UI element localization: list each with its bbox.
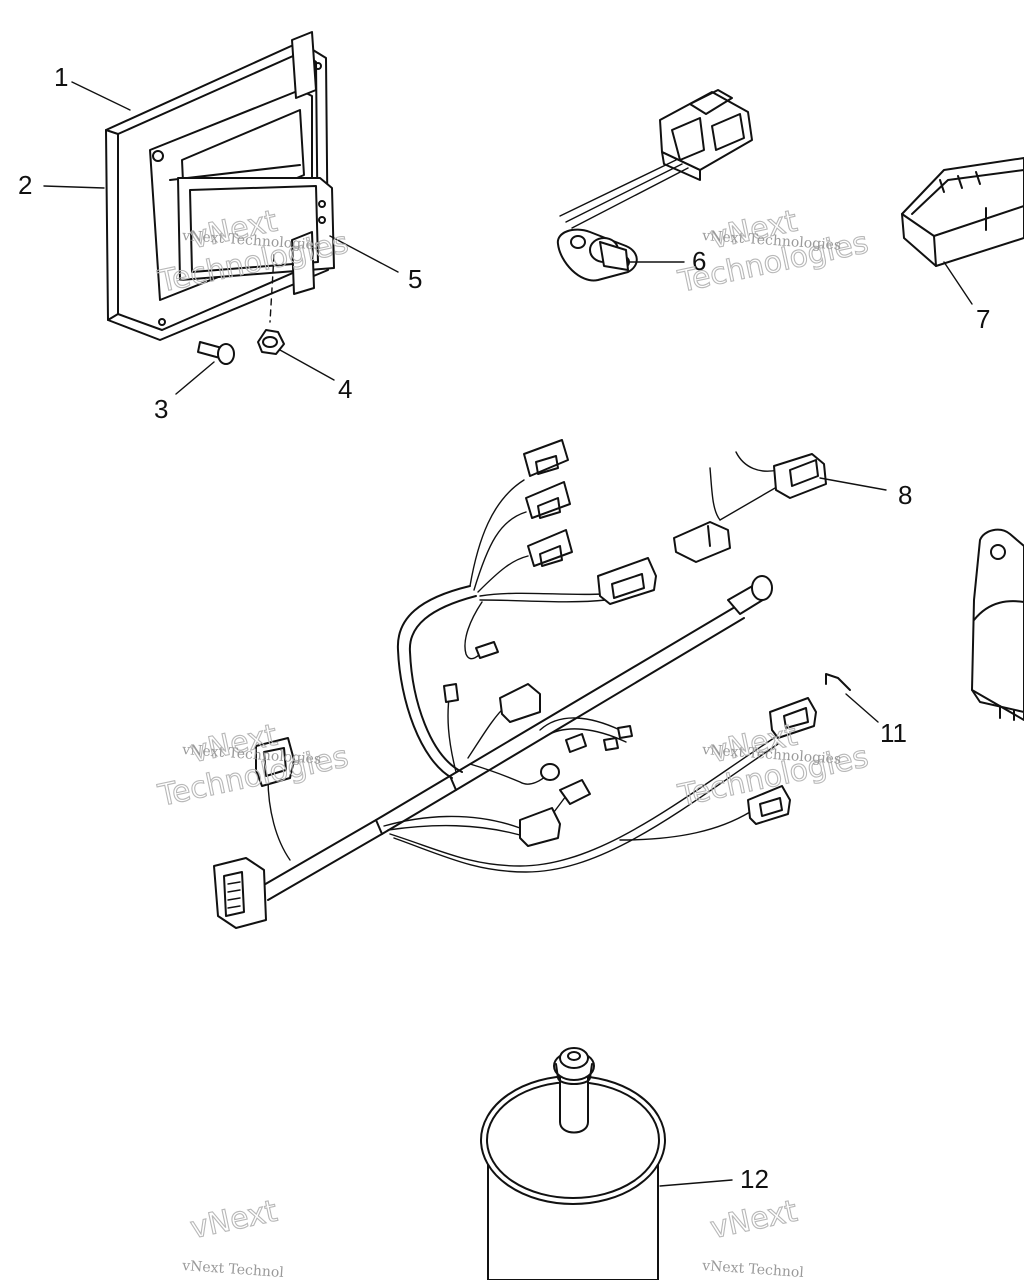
callout-4: 4: [338, 374, 352, 404]
callout-2: 2: [18, 170, 32, 200]
callout-8: 8: [898, 480, 912, 510]
canister-12: [480, 1047, 666, 1280]
callout-12: 12: [740, 1164, 769, 1194]
leader-lines: [43, 81, 973, 1187]
clip-11: [825, 673, 851, 691]
partial-part-right: [971, 528, 1024, 721]
watermark-6: vNext: [707, 1193, 801, 1247]
wiring-harness: [213, 439, 817, 929]
callout-7: 7: [976, 304, 990, 334]
connector-8: [673, 451, 827, 563]
module-7: [901, 157, 1024, 267]
callout-1: 1: [54, 62, 68, 92]
watermark-brand: vNext: [187, 1194, 280, 1247]
callout-3: 3: [154, 394, 168, 424]
watermark-brand: vNext: [707, 1194, 800, 1247]
callout-labels: 1 2 3 4 5 6 7 8 11 12: [18, 62, 990, 1194]
callout-5: 5: [408, 264, 422, 294]
ecu-module: [105, 31, 335, 365]
callout-6: 6: [692, 246, 706, 276]
sensor-6: [556, 89, 753, 282]
watermark-line-cut: vNext Technol: [181, 1258, 285, 1280]
watermark-line-cut: vNext Technol: [701, 1258, 805, 1280]
watermark-5: vNext: [187, 1193, 281, 1247]
callout-11: 11: [880, 718, 907, 748]
